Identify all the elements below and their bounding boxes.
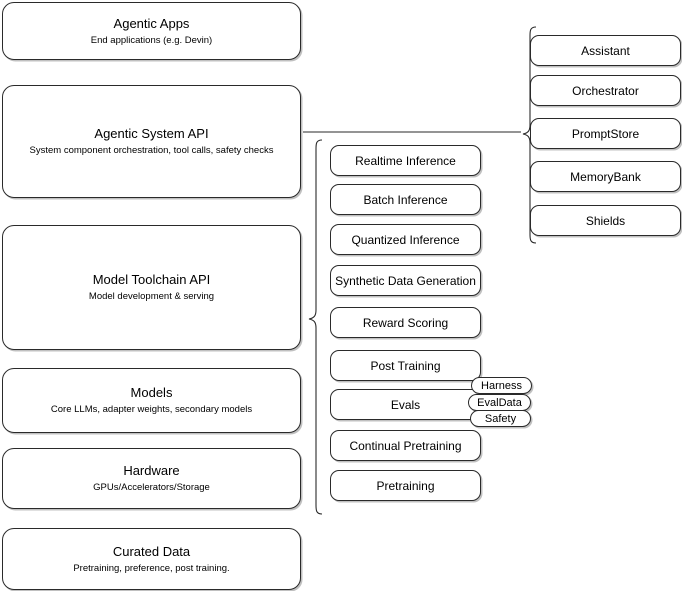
connector-system-api-to-components — [303, 131, 521, 133]
component-label: Shields — [585, 213, 626, 228]
eval-badge-harness[interactable]: Harness — [471, 377, 532, 394]
capability-label: Reward Scoring — [362, 315, 449, 330]
eval-badge-label: Safety — [484, 412, 517, 425]
capability-pretraining[interactable]: Pretraining — [330, 470, 481, 501]
layer-subtitle: GPUs/Accelerators/Storage — [93, 482, 210, 493]
capability-synthetic-data-generation[interactable]: Synthetic Data Generation — [330, 265, 481, 296]
eval-badge-safety[interactable]: Safety — [470, 410, 531, 427]
capability-label: Pretraining — [376, 478, 435, 493]
component-assistant[interactable]: Assistant — [530, 35, 681, 66]
layer-agentic-apps[interactable]: Agentic Apps End applications (e.g. Devi… — [2, 2, 301, 60]
capability-batch-inference[interactable]: Batch Inference — [330, 184, 481, 215]
eval-badge-evaldata[interactable]: EvalData — [468, 394, 531, 411]
capability-evals[interactable]: Evals — [330, 389, 481, 420]
component-label: Assistant — [581, 43, 630, 58]
capability-label: Batch Inference — [363, 192, 448, 207]
capability-label: Quantized Inference — [351, 232, 460, 247]
component-promptstore[interactable]: PromptStore — [530, 118, 681, 149]
layer-subtitle: Core LLMs, adapter weights, secondary mo… — [50, 404, 253, 415]
layer-subtitle: Pretraining, preference, post training. — [73, 562, 230, 574]
layer-curated-data[interactable]: Curated Data Pretraining, preference, po… — [2, 528, 301, 590]
eval-badge-label: Harness — [481, 379, 522, 392]
component-memorybank[interactable]: MemoryBank — [530, 161, 681, 192]
layer-title: Hardware — [123, 463, 180, 478]
capability-continual-pretraining[interactable]: Continual Pretraining — [330, 430, 481, 461]
capability-label: Evals — [390, 397, 421, 412]
layer-hardware[interactable]: Hardware GPUs/Accelerators/Storage — [2, 448, 301, 509]
layer-subtitle: System component orchestration, tool cal… — [29, 145, 274, 156]
capability-realtime-inference[interactable]: Realtime Inference — [330, 145, 481, 176]
eval-badge-label: EvalData — [477, 396, 522, 409]
component-orchestrator[interactable]: Orchestrator — [530, 75, 681, 106]
component-label: MemoryBank — [570, 169, 641, 184]
component-label: Orchestrator — [572, 83, 639, 98]
capability-quantized-inference[interactable]: Quantized Inference — [330, 224, 481, 255]
capability-label: Realtime Inference — [355, 153, 456, 168]
layer-subtitle: End applications (e.g. Devin) — [90, 34, 213, 46]
capability-label: Synthetic Data Generation — [335, 273, 476, 288]
layer-title: Model Toolchain API — [92, 272, 211, 287]
component-shields[interactable]: Shields — [530, 205, 681, 236]
layer-title: Agentic System API — [94, 126, 209, 141]
component-label: PromptStore — [571, 126, 640, 141]
capability-post-training[interactable]: Post Training — [330, 350, 481, 381]
layer-agentic-system-api[interactable]: Agentic System API System component orch… — [2, 85, 301, 198]
layer-model-toolchain-api[interactable]: Model Toolchain API Model development & … — [2, 225, 301, 350]
layer-title: Models — [130, 385, 173, 400]
capability-label: Post Training — [370, 358, 441, 373]
capability-reward-scoring[interactable]: Reward Scoring — [330, 307, 481, 338]
layer-title: Curated Data — [112, 543, 191, 559]
layer-subtitle: Model development & serving — [88, 291, 215, 302]
layer-title: Agentic Apps — [113, 15, 190, 31]
capability-label: Continual Pretraining — [349, 438, 462, 453]
layer-models[interactable]: Models Core LLMs, adapter weights, secon… — [2, 368, 301, 433]
